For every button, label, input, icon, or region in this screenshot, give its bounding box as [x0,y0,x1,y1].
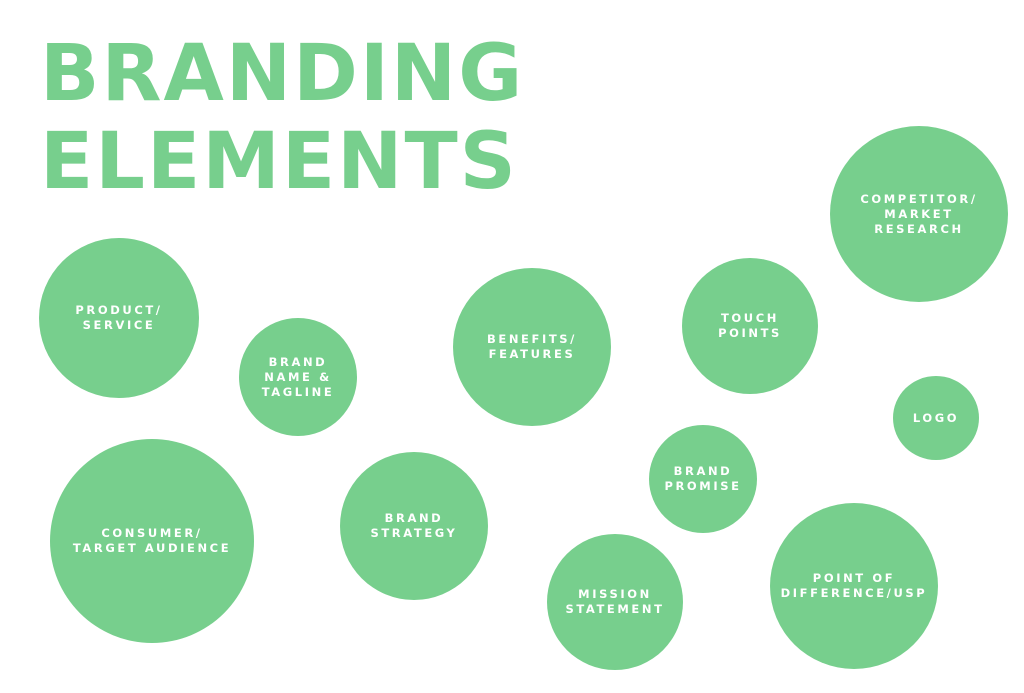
bubble-label: BRAND NAME & TAGLINE [261,354,335,399]
page-title: BRANDING ELEMENTS [40,30,524,206]
bubble-point-of-difference: POINT OF DIFFERENCE/USP [770,503,938,669]
bubble-logo: LOGO [893,376,979,460]
title-line-1: BRANDING [40,29,525,119]
bubble-label: COMPETITOR/ MARKET RESEARCH [860,191,978,236]
title-line-2: ELEMENTS [40,117,518,207]
bubble-label: BENEFITS/ FEATURES [487,332,577,361]
bubble-benefits-features: BENEFITS/ FEATURES [453,268,611,426]
bubble-product-service: PRODUCT/ SERVICE [39,238,199,398]
bubble-label: TOUCH POINTS [718,311,782,340]
bubble-label: POINT OF DIFFERENCE/USP [780,571,928,600]
bubble-label: PRODUCT/ SERVICE [75,303,163,332]
bubble-label: BRAND STRATEGY [370,511,458,540]
bubble-brand-promise: BRAND PROMISE [649,425,757,533]
bubble-brand-name-tagline: BRAND NAME & TAGLINE [239,318,357,436]
bubble-brand-strategy: BRAND STRATEGY [340,452,488,600]
bubble-label: BRAND PROMISE [664,464,742,493]
bubble-mission-statement: MISSION STATEMENT [547,534,683,670]
bubble-competitor-market-research: COMPETITOR/ MARKET RESEARCH [830,126,1008,302]
bubble-label: LOGO [912,410,960,425]
bubble-label: CONSUMER/ TARGET AUDIENCE [72,526,232,555]
bubble-label: MISSION STATEMENT [565,587,665,616]
bubble-touch-points: TOUCH POINTS [682,258,818,394]
bubble-consumer-target-audience: CONSUMER/ TARGET AUDIENCE [50,439,254,643]
